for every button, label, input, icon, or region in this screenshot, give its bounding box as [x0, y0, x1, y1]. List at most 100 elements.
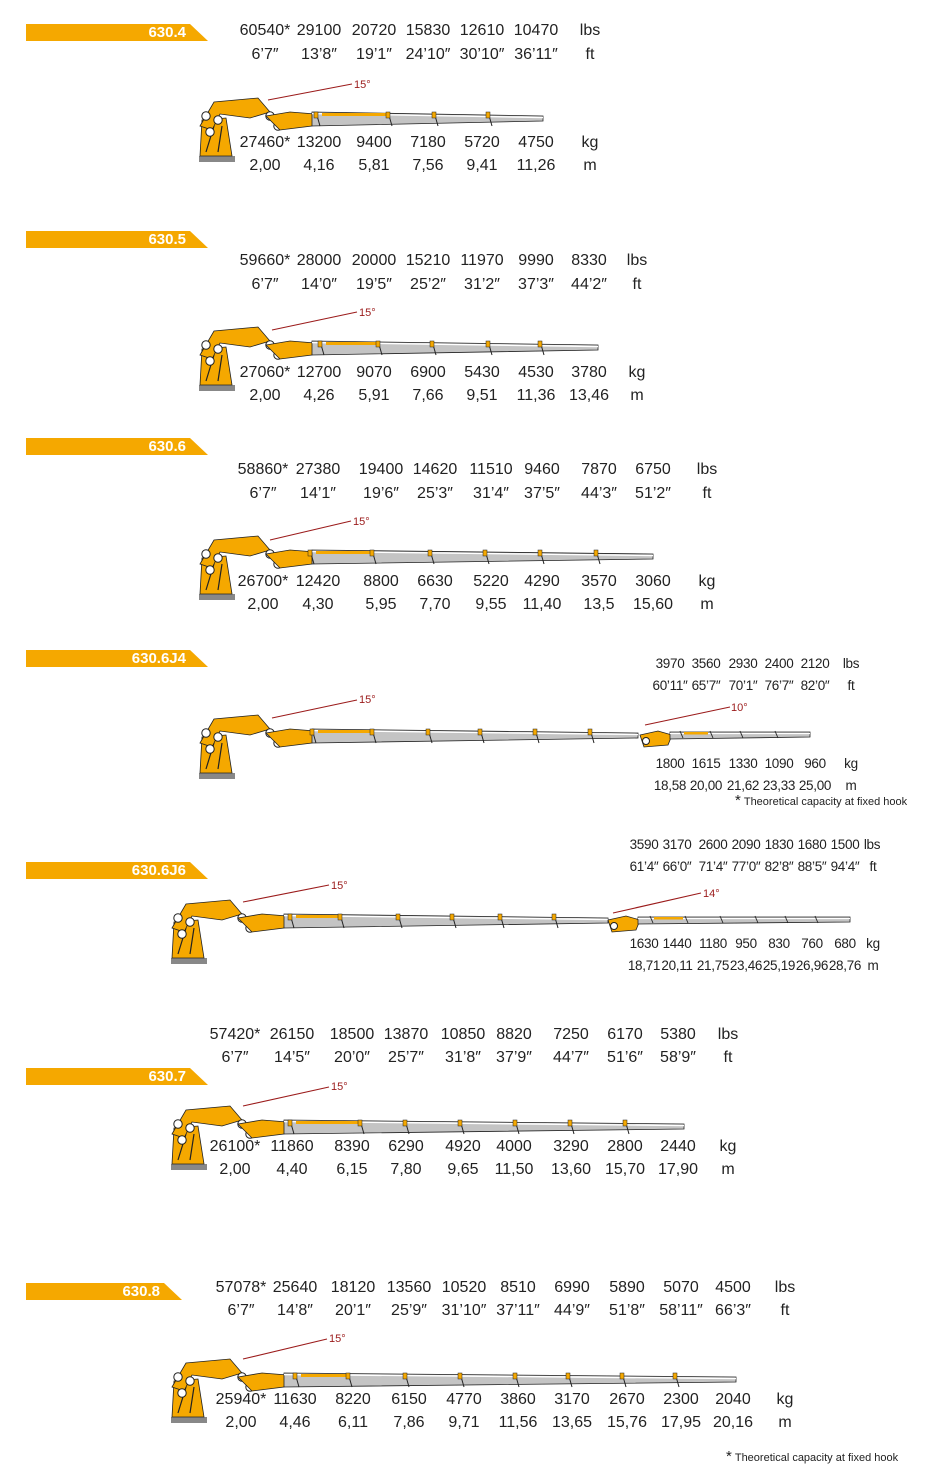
kg-value: 4000: [496, 1138, 532, 1155]
lbs-value: 6750: [635, 461, 671, 478]
kg-value: 26700*: [237, 573, 289, 590]
kg-unit: kg: [776, 1391, 794, 1408]
crane-base: [171, 1417, 207, 1423]
crane-extension-boom: [283, 1119, 685, 1135]
kg-value: 3570: [581, 573, 617, 590]
ft-value: 6’7″: [249, 485, 277, 502]
lbs-unit: lbs: [696, 461, 718, 478]
ft-value: 13’8″: [301, 46, 337, 63]
ft-value: 51’8″: [609, 1302, 645, 1319]
m-value: 5,91: [358, 387, 390, 404]
ft-value: 20’1″: [335, 1302, 371, 1319]
ft-value: 88’5″: [797, 859, 827, 874]
crane-base: [199, 773, 235, 779]
ft-value: 30’10″: [459, 46, 505, 63]
jib-angle-guide-line: [612, 892, 702, 914]
ft-value: 76’7″: [764, 678, 794, 693]
kg-value: 950: [735, 936, 757, 951]
lbs-value: 4500: [715, 1279, 751, 1296]
m-unit: m: [700, 596, 714, 613]
kg-value: 1615: [691, 756, 721, 771]
lbs-value: 13870: [383, 1026, 429, 1043]
boom-angle-label: 15°: [329, 1333, 346, 1345]
m-value: 20,11: [661, 958, 693, 973]
angle-guide-line: [271, 699, 358, 719]
ft-value: 44’3″: [581, 485, 617, 502]
model-tag: 630.8: [26, 1283, 182, 1300]
kg-value: 1180: [699, 936, 727, 951]
ft-value: 14’8″: [277, 1302, 313, 1319]
m-value: 4,30: [302, 596, 334, 613]
m-value: 13,65: [551, 1414, 593, 1431]
angle-guide-line: [242, 884, 330, 903]
lbs-value: 15210: [405, 252, 451, 269]
lbs-value: 8820: [496, 1026, 532, 1043]
lbs-value: 11510: [469, 461, 513, 478]
m-value: 20,00: [689, 778, 723, 793]
angle-guide-line: [269, 520, 352, 541]
m-value: 26,96: [795, 958, 829, 973]
ft-value: 70’1″: [728, 678, 758, 693]
lbs-value: 13560: [386, 1279, 432, 1296]
model-name: 630.4: [148, 24, 186, 41]
ft-value: 14’5″: [274, 1049, 310, 1066]
m-value: 11,50: [494, 1161, 534, 1178]
ft-value: 58’9″: [660, 1049, 696, 1066]
ft-value: 6’7″: [221, 1049, 249, 1066]
ft-value: 19’5″: [356, 276, 392, 293]
lbs-value: 59660*: [239, 252, 291, 269]
lbs-value: 10850: [440, 1026, 486, 1043]
kg-value: 8390: [334, 1138, 370, 1155]
kg-value: 3170: [554, 1391, 590, 1408]
kg-value: 27060*: [239, 364, 291, 381]
lbs-value: 2930: [728, 656, 758, 671]
kg-value: 6900: [410, 364, 446, 381]
lbs-value: 1680: [797, 837, 827, 852]
kg-value: 27460*: [239, 134, 291, 151]
ft-unit: ft: [869, 859, 877, 874]
lbs-value: 20000: [351, 252, 397, 269]
kg-value: 25940*: [215, 1391, 267, 1408]
ft-value: 25’9″: [391, 1302, 427, 1319]
m-value: 17,90: [657, 1161, 699, 1178]
m-value: 4,46: [279, 1414, 311, 1431]
m-unit: m: [867, 958, 879, 973]
ft-value: 19’1″: [356, 46, 392, 63]
crane-main-arm: [199, 326, 271, 360]
kg-value: 2800: [607, 1138, 643, 1155]
crane-base: [199, 594, 235, 600]
lbs-unit: lbs: [626, 252, 648, 269]
m-value: 4,16: [303, 157, 335, 174]
lbs-unit: lbs: [774, 1279, 796, 1296]
ft-value: 14’0″: [301, 276, 337, 293]
kg-value: 4770: [446, 1391, 482, 1408]
kg-value: 8800: [363, 573, 399, 590]
ft-value: 44’9″: [554, 1302, 590, 1319]
lbs-value: 1500: [830, 837, 860, 852]
m-value: 18,71: [627, 958, 661, 973]
boom-angle-label: 15°: [354, 79, 371, 91]
lbs-value: 25640: [272, 1279, 318, 1296]
m-value: 4,40: [276, 1161, 308, 1178]
ft-unit: ft: [723, 1049, 733, 1066]
m-value: 13,60: [550, 1161, 592, 1178]
lbs-value: 20720: [351, 22, 397, 39]
lbs-value: 11970: [460, 252, 504, 269]
lbs-value: 8330: [571, 252, 607, 269]
ft-value: 20’0″: [334, 1049, 370, 1066]
kg-value: 26100*: [209, 1138, 261, 1155]
boom-angle-label: 15°: [353, 516, 370, 528]
ft-value: 71’4″: [698, 859, 728, 874]
kg-value: 6630: [417, 573, 453, 590]
kg-value: 2670: [609, 1391, 645, 1408]
m-value: 9,41: [466, 157, 498, 174]
kg-value: 7180: [410, 134, 446, 151]
ft-value: 37’5″: [524, 485, 560, 502]
lbs-value: 9460: [524, 461, 560, 478]
crane-1: [199, 326, 599, 391]
lbs-value: 5070: [663, 1279, 699, 1296]
ft-value: 31’8″: [445, 1049, 481, 1066]
m-value: 11,56: [498, 1414, 538, 1431]
lbs-value: 18120: [330, 1279, 376, 1296]
ft-value: 51’2″: [635, 485, 671, 502]
